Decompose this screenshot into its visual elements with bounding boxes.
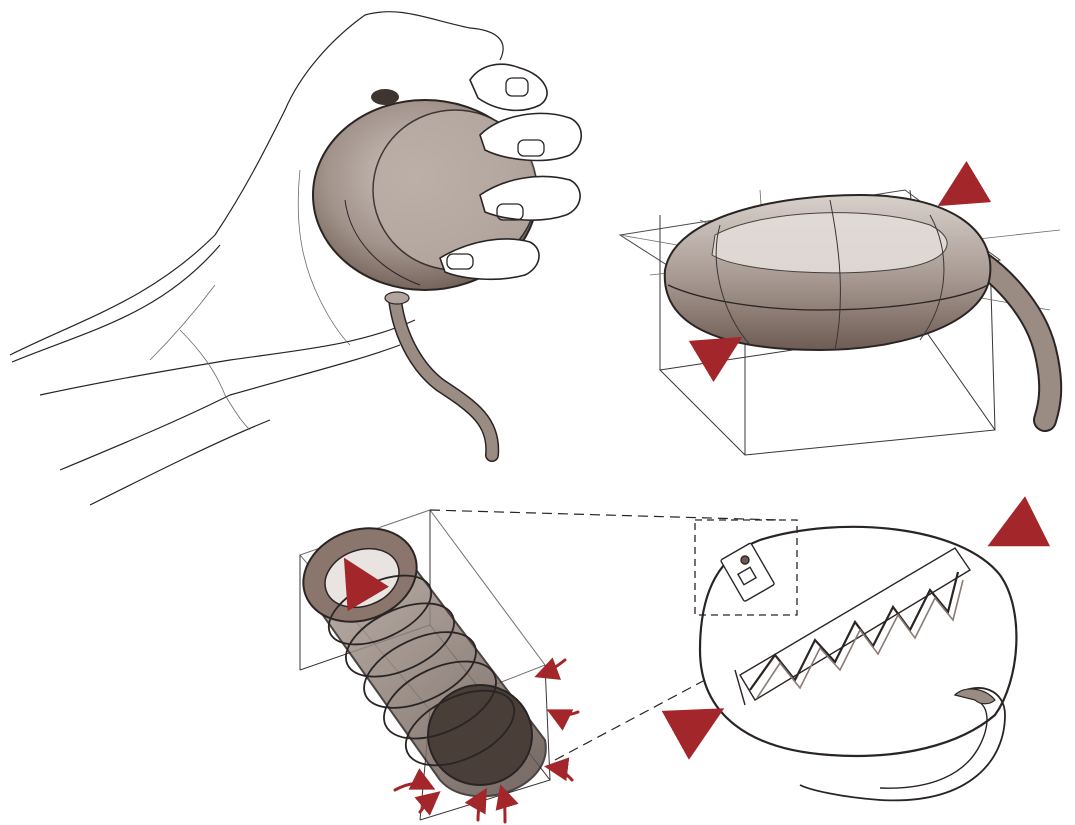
cross-section-view xyxy=(694,520,1020,800)
hand-squeezing-ball xyxy=(10,12,581,505)
perspective-box-view xyxy=(620,188,1060,455)
cable xyxy=(395,300,492,455)
